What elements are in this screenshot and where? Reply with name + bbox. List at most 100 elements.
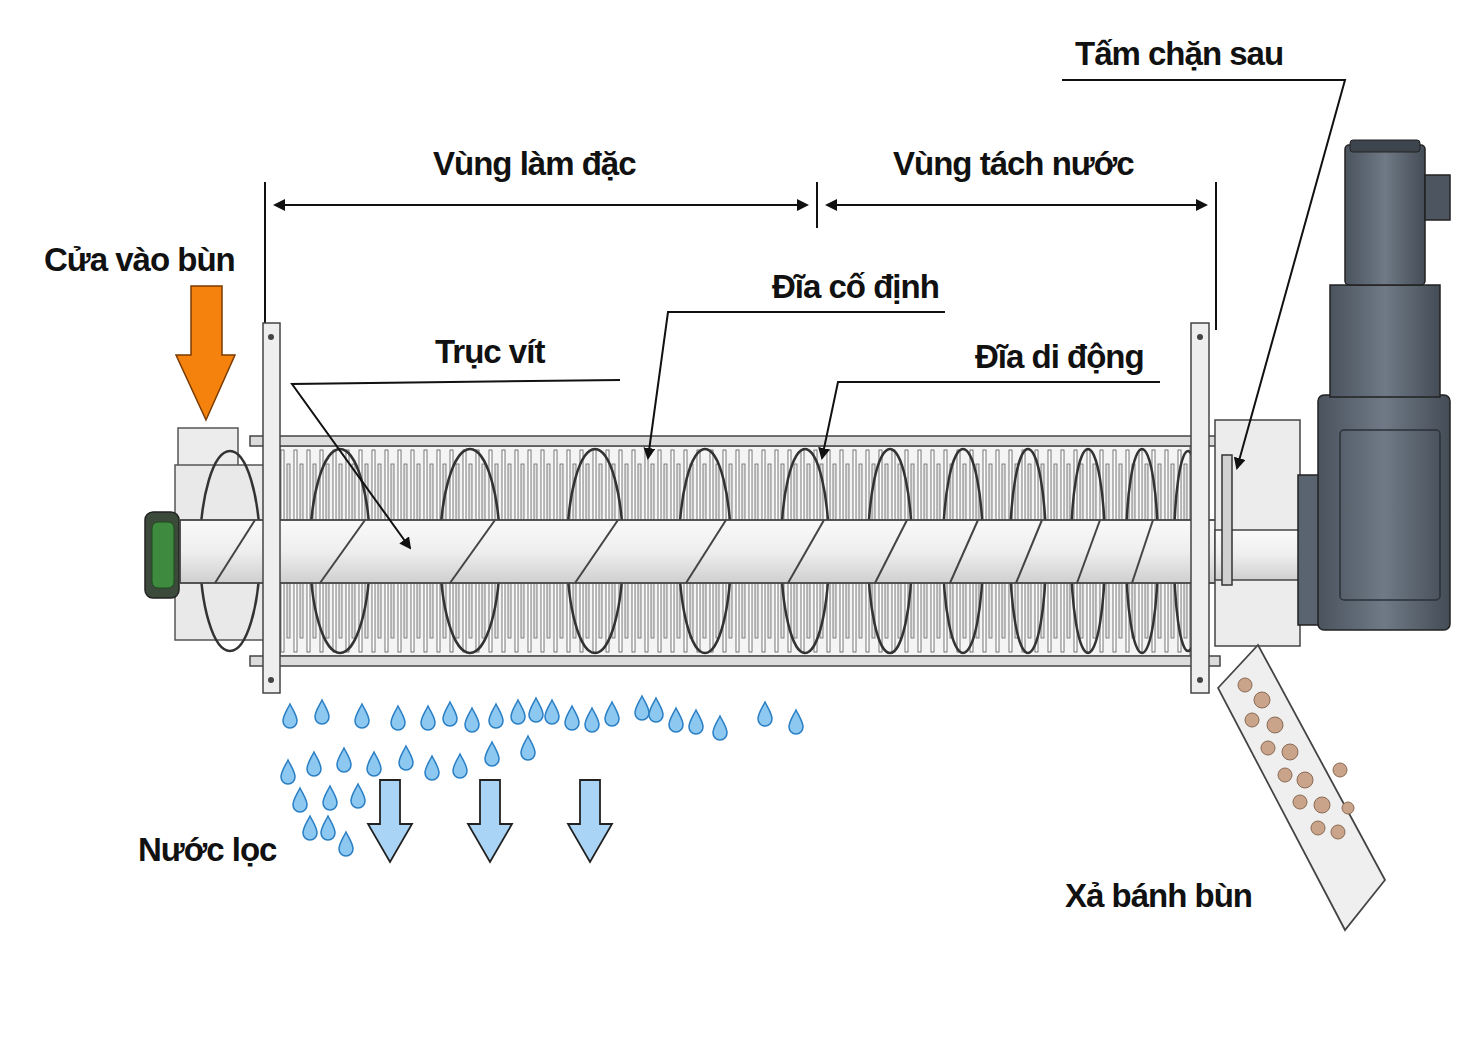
filtrate-arrow: [468, 780, 512, 862]
flight-band: [450, 520, 495, 583]
dimension-tick: [1215, 182, 1217, 330]
water-drop: [453, 754, 467, 778]
flight-band: [1077, 520, 1100, 583]
water-drop: [758, 702, 772, 726]
water-drop: [529, 698, 543, 722]
cake-piece: [1311, 821, 1325, 835]
bearing-ring: [152, 522, 174, 588]
cake-piece: [1342, 802, 1354, 814]
filtrate-arrow: [368, 780, 412, 862]
cake-piece: [1254, 692, 1270, 708]
water-drop: [283, 704, 297, 728]
water-drop: [425, 756, 439, 780]
filtrate-arrow: [568, 780, 612, 862]
water-drop: [355, 704, 369, 728]
dimension-tick: [816, 182, 818, 228]
flight-band: [215, 520, 255, 583]
part-label: Tấm chặn sau: [1075, 37, 1283, 70]
shaft-flight-bands: [215, 520, 1153, 583]
part-label: Cửa vào bùn: [44, 243, 235, 276]
water-drop: [689, 710, 703, 734]
bolt: [268, 334, 274, 340]
water-drop: [367, 752, 381, 776]
water-drop: [521, 736, 535, 760]
water-drop: [293, 788, 307, 812]
side-plate: [1191, 323, 1209, 693]
filtrate-drops: [281, 696, 803, 856]
water-drop: [789, 710, 803, 734]
top-rail: [250, 436, 1220, 446]
water-drop: [351, 784, 365, 808]
dimension-line: [827, 204, 1206, 206]
flight-band: [1132, 520, 1153, 583]
bolt: [268, 677, 274, 683]
bolt: [1197, 334, 1203, 340]
part-label: Nước lọc: [138, 833, 276, 866]
water-drop: [465, 708, 479, 732]
water-drop: [565, 706, 579, 730]
water-drop: [635, 696, 649, 720]
water-drop: [315, 700, 329, 724]
cake-piece: [1267, 717, 1283, 733]
water-drop: [489, 704, 503, 728]
part-label: Đĩa cố định: [772, 270, 939, 303]
flight-band: [575, 520, 618, 583]
flight-band: [788, 520, 824, 583]
water-drop: [399, 746, 413, 770]
water-drop: [585, 708, 599, 732]
flight-band: [686, 520, 726, 583]
water-drop: [669, 708, 683, 732]
flight-band: [875, 520, 907, 583]
flight-band: [1016, 520, 1042, 583]
leader-line: [648, 312, 945, 458]
cake-piece: [1238, 678, 1252, 692]
motor: [1345, 145, 1425, 285]
dimension-line: [275, 204, 807, 206]
motor-cap: [1350, 140, 1420, 152]
cake-piece: [1261, 741, 1275, 755]
water-drop: [545, 700, 559, 724]
flight-band: [950, 520, 978, 583]
gearbox-detail: [1340, 430, 1440, 600]
water-drop: [649, 698, 663, 722]
water-drop: [391, 706, 405, 730]
part-label: Vùng làm đặc: [433, 147, 636, 180]
bottom-rail: [250, 656, 1220, 666]
part-label: Vùng tách nước: [893, 147, 1134, 180]
cake-piece: [1278, 768, 1292, 782]
water-drop: [281, 760, 295, 784]
water-drop: [307, 752, 321, 776]
dimension-tick: [264, 182, 266, 330]
water-drop: [443, 702, 457, 726]
cake-piece: [1314, 797, 1330, 813]
water-drop: [323, 786, 337, 810]
screw-shaft: [180, 520, 1300, 583]
flight-band: [320, 520, 365, 583]
outlet-housing: [1215, 420, 1300, 646]
part-label: Trục vít: [435, 335, 544, 368]
cake-piece: [1282, 744, 1298, 760]
bearing: [145, 512, 179, 598]
cake-piece: [1297, 772, 1313, 788]
inlet-arrow: [176, 286, 235, 420]
water-drop: [339, 832, 353, 856]
inlet-box: [178, 428, 238, 466]
water-drop: [337, 748, 351, 772]
back-plate: [1222, 455, 1232, 585]
bolt: [1197, 677, 1203, 683]
dimension-line: [275, 204, 807, 206]
gear-column: [1330, 285, 1440, 397]
water-drop: [713, 716, 727, 740]
leader-line: [1062, 80, 1345, 468]
part-label: Xả bánh bùn: [1065, 879, 1252, 912]
cake-piece: [1245, 713, 1259, 727]
water-drop: [321, 816, 335, 840]
cake-piece: [1331, 825, 1345, 839]
leader-line: [822, 382, 1160, 458]
dimension-line: [827, 204, 1206, 206]
leader-line: [292, 380, 620, 548]
water-drop: [421, 706, 435, 730]
part-label: Đĩa di động: [975, 340, 1144, 373]
